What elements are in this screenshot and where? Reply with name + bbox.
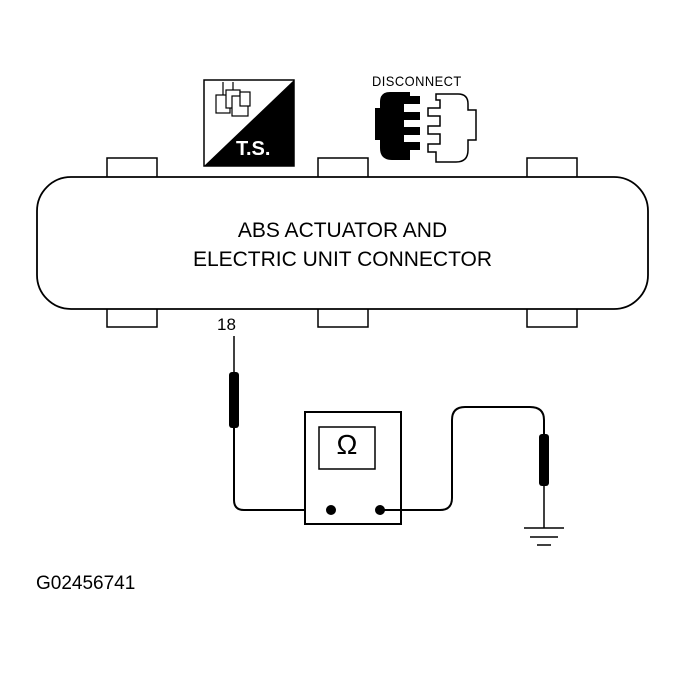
ts-badge <box>203 79 295 167</box>
test-probe-left <box>229 336 239 500</box>
connector-icon <box>215 82 251 117</box>
figure-id: G02456741 <box>36 573 136 594</box>
connector-title: ABS ACTUATOR AND ELECTRIC UNIT CONNECTOR <box>150 216 535 274</box>
ts-badge-label: T.S. <box>236 138 271 160</box>
connector-title-line2: ELECTRIC UNIT CONNECTOR <box>192 248 493 271</box>
connector-body <box>36 176 649 310</box>
disconnect-label: DISCONNECT <box>372 73 462 89</box>
pin-number-label: 18 <box>217 315 236 334</box>
test-probe-right <box>539 434 549 528</box>
lead-wire-right <box>380 406 545 511</box>
ohmmeter-display <box>318 426 376 470</box>
ohm-symbol: Ω <box>336 429 358 460</box>
disconnect-icon <box>375 92 477 163</box>
connector-title-line1: ABS ACTUATOR AND <box>237 219 448 242</box>
lead-wire-left <box>233 499 330 511</box>
ohmmeter <box>304 411 402 525</box>
ground-icon <box>524 527 564 546</box>
ohmmeter-terminal-left <box>326 505 336 515</box>
